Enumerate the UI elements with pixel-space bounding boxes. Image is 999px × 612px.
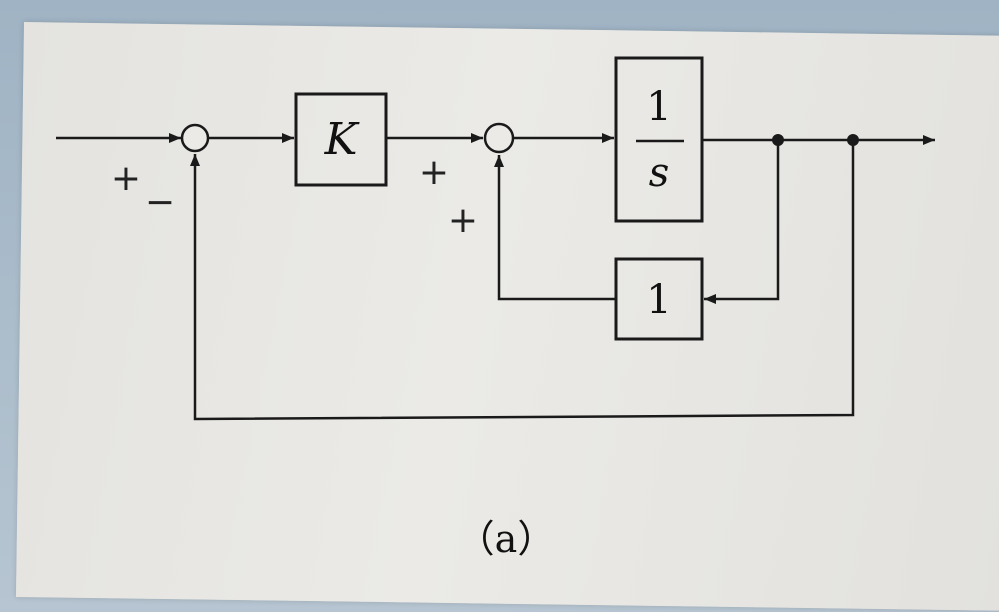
integrator-numerator: 1 xyxy=(646,84,671,130)
inner-sum-plus-feedback-sign: + xyxy=(448,200,478,241)
feedback-label: 1 xyxy=(646,277,671,323)
outer-summing-junction xyxy=(180,123,210,153)
outer-sum-plus-sign: + xyxy=(111,158,141,199)
inner-sum-plus-forward-sign: + xyxy=(419,152,449,193)
gain-label: K xyxy=(324,114,360,165)
inner-feedback-line xyxy=(704,140,780,304)
outer-feedback-line xyxy=(190,140,855,421)
outer-sum-minus-sign: − xyxy=(145,182,175,223)
gain-block xyxy=(294,92,388,187)
figure-caption: （a） xyxy=(457,517,556,561)
integrator-denominator: s xyxy=(649,150,670,196)
outer-branch-point xyxy=(847,134,859,146)
feedback-block xyxy=(614,257,704,341)
inner-summing-junction xyxy=(483,122,515,154)
integrator-block xyxy=(614,56,704,223)
inner-feedback-return-line xyxy=(494,155,616,301)
inner-branch-point xyxy=(772,134,784,146)
